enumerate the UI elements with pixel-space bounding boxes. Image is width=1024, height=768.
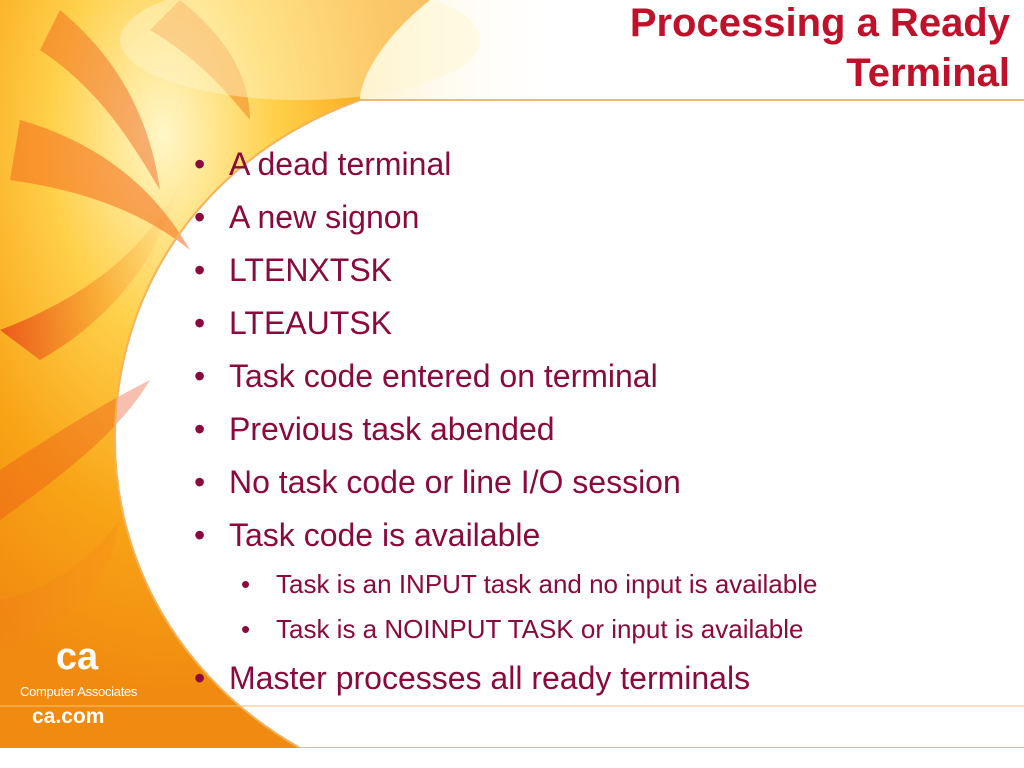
website-link[interactable]: ca.com xyxy=(32,705,105,728)
company-name: Computer Associates xyxy=(20,684,138,699)
bullet-item: Task code entered on terminal xyxy=(186,350,1006,403)
ca-logo-icon: ca xyxy=(56,636,99,678)
bullet-item: LTENXTSK xyxy=(186,244,1006,297)
slide-title-line-1: Processing a Ready xyxy=(629,1,1010,45)
ca-logo-text: ca xyxy=(56,636,99,678)
slide-title-line-2: Terminal xyxy=(846,51,1010,95)
bullet-item: Master processes all ready terminals xyxy=(186,652,1006,705)
sub-bullet-item: Task is a NOINPUT TASK or input is avail… xyxy=(186,607,1006,652)
slide-title: Processing a Ready Terminal xyxy=(450,0,1010,98)
bullet-item: A dead terminal xyxy=(186,138,1006,191)
bullet-list: A dead terminal A new signon LTENXTSK LT… xyxy=(186,138,1006,705)
bullet-item: No task code or line I/O session xyxy=(186,456,1006,509)
bullet-item: A new signon xyxy=(186,191,1006,244)
sub-bullet-item: Task is an INPUT task and no input is av… xyxy=(186,562,1006,607)
bullet-item: Task code is available xyxy=(186,509,1006,562)
bullet-item: LTEAUTSK xyxy=(186,297,1006,350)
bullet-item: Previous task abended xyxy=(186,403,1006,456)
